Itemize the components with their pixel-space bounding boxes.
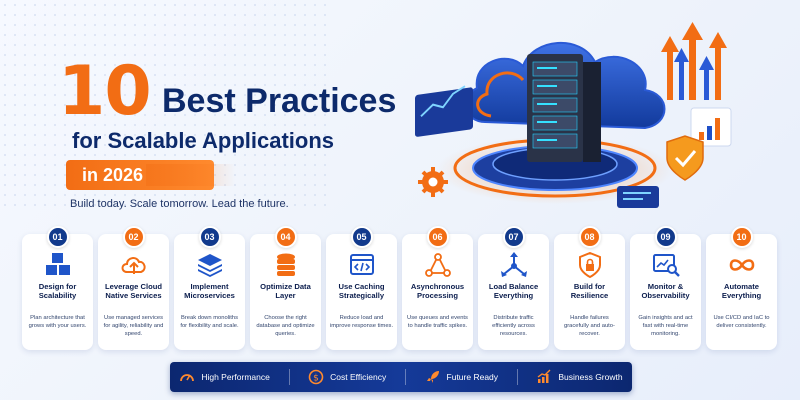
monitor-search-icon: [651, 252, 681, 278]
card-description: Choose the right database and optimize q…: [256, 315, 315, 338]
rocket-icon: [425, 369, 441, 385]
card-number: 04: [274, 226, 297, 248]
card-number: 06: [426, 226, 449, 248]
practice-card-07: 07 Load Balance Everything Distribute tr…: [478, 226, 549, 350]
benefit-cost-efficiency: $ Cost Efficiency: [308, 369, 386, 385]
card-number: 03: [198, 226, 221, 248]
benefit-label: Future Ready: [446, 372, 499, 382]
divider: [288, 369, 290, 385]
benefits-bar: High Performance $ Cost Efficiency Futur…: [170, 362, 632, 392]
card-title: Build for Resilience: [570, 282, 609, 301]
practice-card-10: 10 Automate Everything Use CI/CD and IaC…: [706, 226, 777, 350]
card-description: Use queues and events to handle traffic …: [407, 315, 468, 330]
year-badge-label: in 2026: [82, 164, 144, 185]
practice-card-05: 05 Use Caching Strategically Reduce load…: [326, 226, 397, 350]
divider: [404, 369, 406, 385]
speedometer-icon: [179, 369, 195, 385]
practice-card-06: 06 Asynchronous Processing Use queues an…: [402, 226, 473, 350]
card-description: Reduce load and improve response times.: [329, 315, 394, 330]
cloud-upload-icon: [119, 252, 149, 278]
network-icon: [423, 252, 453, 278]
benefit-business-growth: Business Growth: [536, 369, 623, 385]
page-title: Best Practices: [162, 82, 397, 120]
card-title: Automate Everything: [721, 282, 762, 301]
benefit-label: Business Growth: [558, 372, 623, 382]
card-title: Leverage Cloud Native Services: [105, 282, 162, 301]
card-title: Monitor & Observability: [641, 282, 690, 301]
page-subtitle: for Scalable Applications: [72, 128, 335, 153]
card-number: 08: [578, 226, 601, 248]
card-number: 01: [46, 226, 69, 248]
svg-text:$: $: [313, 374, 319, 384]
practice-card-09: 09 Monitor & Observability Gain insights…: [630, 226, 701, 350]
cloud-server-illustration: [395, 10, 800, 220]
code-window-icon: [347, 252, 377, 278]
card-number: 10: [730, 226, 753, 248]
card-title: Design for Scalability: [38, 282, 77, 301]
title-number: 10: [58, 52, 152, 131]
card-description: Use CI/CD and IaC to deliver consistentl…: [713, 315, 770, 330]
divider: [516, 369, 518, 385]
title-block: 10 Best Practices for Scalable Applicati…: [58, 58, 418, 208]
practice-card-04: 04 Optimize Data Layer Choose the right …: [250, 226, 321, 350]
infinity-icon: [727, 252, 757, 278]
cubes-icon: [43, 252, 73, 278]
benefit-label: High Performance: [201, 372, 270, 382]
card-title: Optimize Data Layer: [260, 282, 311, 301]
database-icon: [271, 252, 301, 278]
card-description: Break down monoliths for flexibility and…: [180, 315, 239, 330]
card-description: Plan architecture that grows with your u…: [28, 315, 87, 330]
card-description: Handle failures gracefully and auto-reco…: [564, 315, 615, 338]
practice-card-02: 02 Leverage Cloud Native Services Use ma…: [98, 226, 169, 350]
benefit-high-performance: High Performance: [179, 369, 270, 385]
benefit-label: Cost Efficiency: [330, 372, 387, 382]
layers-icon: [195, 252, 225, 278]
card-number: 07: [502, 226, 525, 248]
practice-card-03: 03 Implement Microservices Break down mo…: [174, 226, 245, 350]
practice-card-08: 08 Build for Resilience Handle failures …: [554, 226, 625, 350]
dollar-icon: $: [308, 369, 324, 385]
year-badge: in 2026: [66, 160, 236, 190]
practice-card-01: 01 Design for Scalability Plan architect…: [22, 226, 93, 350]
card-title: Use Caching Strategically: [338, 282, 385, 301]
card-number: 05: [350, 226, 373, 248]
card-description: Use managed services for agility, reliab…: [103, 315, 164, 338]
card-number: 09: [654, 226, 677, 248]
shield-lock-icon: [575, 251, 605, 279]
card-description: Distribute traffic efficiently across re…: [492, 315, 535, 338]
card-description: Gain insights and act fast with real-tim…: [638, 315, 693, 338]
practices-cards: 01 Design for Scalability Plan architect…: [22, 226, 778, 352]
card-title: Asynchronous Processing: [410, 282, 465, 301]
growth-chart-icon: [536, 369, 552, 385]
card-title: Implement Microservices: [184, 282, 235, 301]
card-number: 02: [122, 226, 145, 248]
tagline: Build today. Scale tomorrow. Lead the fu…: [70, 198, 289, 210]
card-title: Load Balance Everything: [488, 282, 539, 301]
load-balancer-icon: [499, 252, 529, 278]
benefit-future-ready: Future Ready: [425, 369, 499, 385]
